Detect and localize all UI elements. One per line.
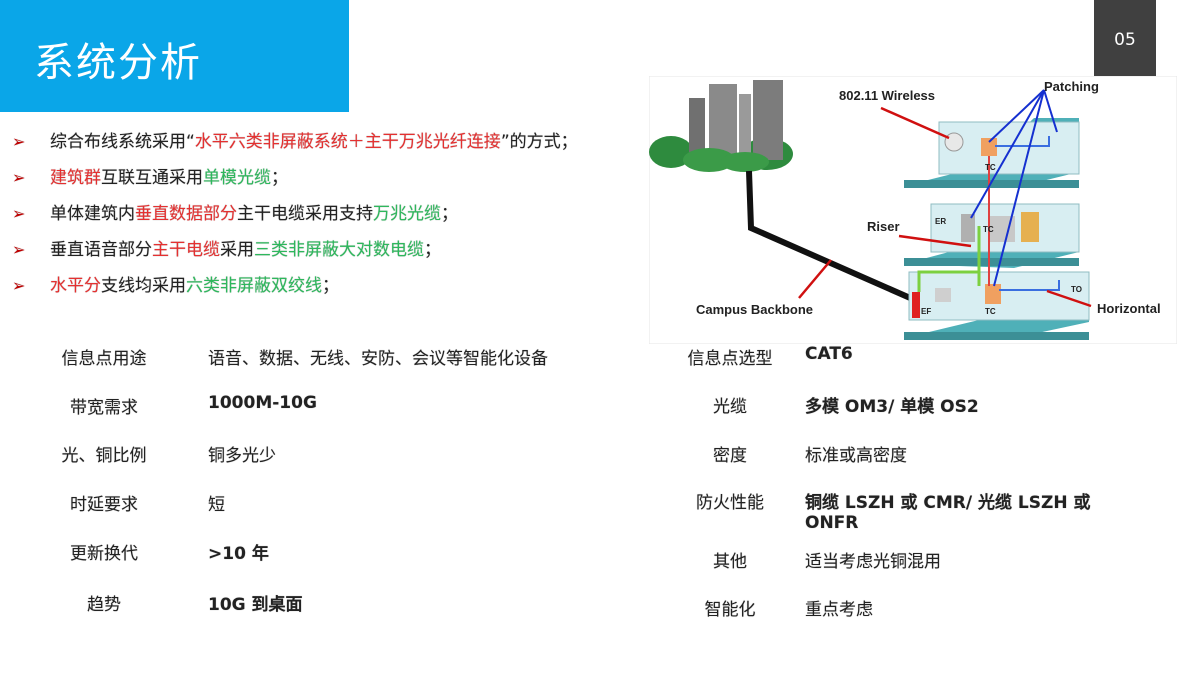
bullet-text: 综合布线系统采用“ <box>50 132 195 152</box>
bullet-text: 主干电缆 <box>152 240 220 260</box>
campus-buildings-icon <box>649 80 793 172</box>
table-label: 其他 <box>713 552 747 572</box>
table-value: >10 年 <box>208 544 269 564</box>
table-label: 信息点选型 <box>687 349 773 369</box>
table-label: 密度 <box>713 446 747 466</box>
table-label: 带宽需求 <box>70 398 138 418</box>
bullet-text: 六类非屏蔽双绞线 <box>186 276 322 296</box>
cabling-diagram: 802.11 Wireless Patching Riser Campus Ba… <box>649 76 1177 344</box>
label-tc-1: TC <box>985 163 996 172</box>
er-rack-icon <box>961 214 975 242</box>
page-number: 05 <box>1094 0 1156 77</box>
bullet-text: 互联互通采用 <box>101 168 203 188</box>
table-label: 光缆 <box>713 397 747 417</box>
table-label: 信息点用途 <box>61 349 147 369</box>
bullet-list: ➢ 综合布线系统采用“水平六类非屏蔽系统＋主干万兆光纤连接”的方式； ➢ 建筑群互联互… <box>12 124 637 304</box>
table-value: 重点考虑 <box>805 600 873 620</box>
bullet-text: ； <box>441 204 458 224</box>
bullet-item: ➢ 水平分支线均采用六类非屏蔽双绞线； <box>12 268 637 304</box>
title-bar: 系统分析 <box>0 0 349 112</box>
label-horizontal: Horizontal <box>1097 301 1161 316</box>
table-label: 更新换代 <box>70 544 138 564</box>
bullet-text: ； <box>424 240 441 260</box>
arrow-bullet-icon: ➢ <box>12 276 26 295</box>
label-ef: EF <box>921 307 931 316</box>
page-title: 系统分析 <box>34 40 202 86</box>
label-backbone: Campus Backbone <box>696 302 813 317</box>
label-er: ER <box>935 217 946 226</box>
tc-floor1-icon <box>985 284 1001 304</box>
arrow-bullet-icon: ➢ <box>12 240 26 259</box>
table-label: 趋势 <box>87 595 121 615</box>
label-riser: Riser <box>867 219 900 234</box>
table-value: 多模 OM3/ 单模 OS2 <box>805 397 979 417</box>
label-to: TO <box>1071 285 1082 294</box>
tc-equipment-icon <box>981 138 997 156</box>
bullet-text: 垂直数据部分 <box>135 204 237 224</box>
bullet-text: ； <box>322 276 339 296</box>
label-wireless: 802.11 Wireless <box>839 88 935 103</box>
bullet-item: ➢ 单体建筑内垂直数据部分主干电缆采用支持万兆光缆； <box>12 196 637 232</box>
table-label: 防火性能 <box>696 493 764 513</box>
ef-equipment-icon <box>912 292 920 318</box>
bullet-text: 支线均采用 <box>101 276 186 296</box>
table-value: 铜缆 LSZH 或 CMR/ 光缆 LSZH 或 ONFR <box>805 493 1091 533</box>
bullet-text: 采用 <box>220 240 254 260</box>
table-value: 铜多光少 <box>208 446 276 466</box>
table-value: 适当考虑光铜混用 <box>805 552 941 572</box>
arrow-bullet-icon: ➢ <box>12 132 26 151</box>
table-value: 标准或高密度 <box>805 446 907 466</box>
bullet-text: 单模光缆 <box>203 168 271 188</box>
bullet-text: 万兆光缆 <box>373 204 441 224</box>
table-label: 时延要求 <box>70 495 138 515</box>
bullet-item: ➢ 综合布线系统采用“水平六类非屏蔽系统＋主干万兆光纤连接”的方式； <box>12 124 637 160</box>
table-value: 短 <box>208 495 225 515</box>
bullet-text: 三类非屏蔽大对数电缆 <box>254 240 424 260</box>
table-value: CAT6 <box>805 344 853 364</box>
door-icon <box>1021 212 1039 242</box>
bullet-item: ➢ 垂直语音部分主干电缆采用三类非屏蔽大对数电缆； <box>12 232 637 268</box>
table-value: 语音、数据、无线、安防、会议等智能化设备 <box>208 349 548 369</box>
bullet-text: 水平分 <box>50 276 101 296</box>
table-label: 智能化 <box>704 600 756 620</box>
arrow-bullet-icon: ➢ <box>12 204 26 223</box>
arrow-bullet-icon: ➢ <box>12 168 26 187</box>
bullet-text: ； <box>271 168 288 188</box>
bullet-item: ➢ 建筑群互联互通采用单模光缆； <box>12 160 637 196</box>
label-tc-3: TC <box>985 307 996 316</box>
table-value: 10G 到桌面 <box>208 595 303 615</box>
wireless-ap-icon <box>944 132 964 152</box>
table-value: 1000M-10G <box>208 393 317 413</box>
patching-arrows <box>970 89 1058 287</box>
bullet-text: 水平六类非屏蔽系统＋主干万兆光纤连接 <box>194 132 501 152</box>
device-icon <box>935 288 951 302</box>
bullet-text: 建筑群 <box>50 168 101 188</box>
table-label: 光、铜比例 <box>61 446 147 466</box>
label-patching: Patching <box>1044 79 1099 94</box>
bullet-text: 垂直语音部分 <box>50 240 152 260</box>
bullet-text: 单体建筑内 <box>50 204 135 224</box>
bullet-text: 主干电缆采用支持 <box>237 204 373 224</box>
bullet-text: ”的方式； <box>500 132 578 152</box>
label-tc-2: TC <box>983 225 994 234</box>
